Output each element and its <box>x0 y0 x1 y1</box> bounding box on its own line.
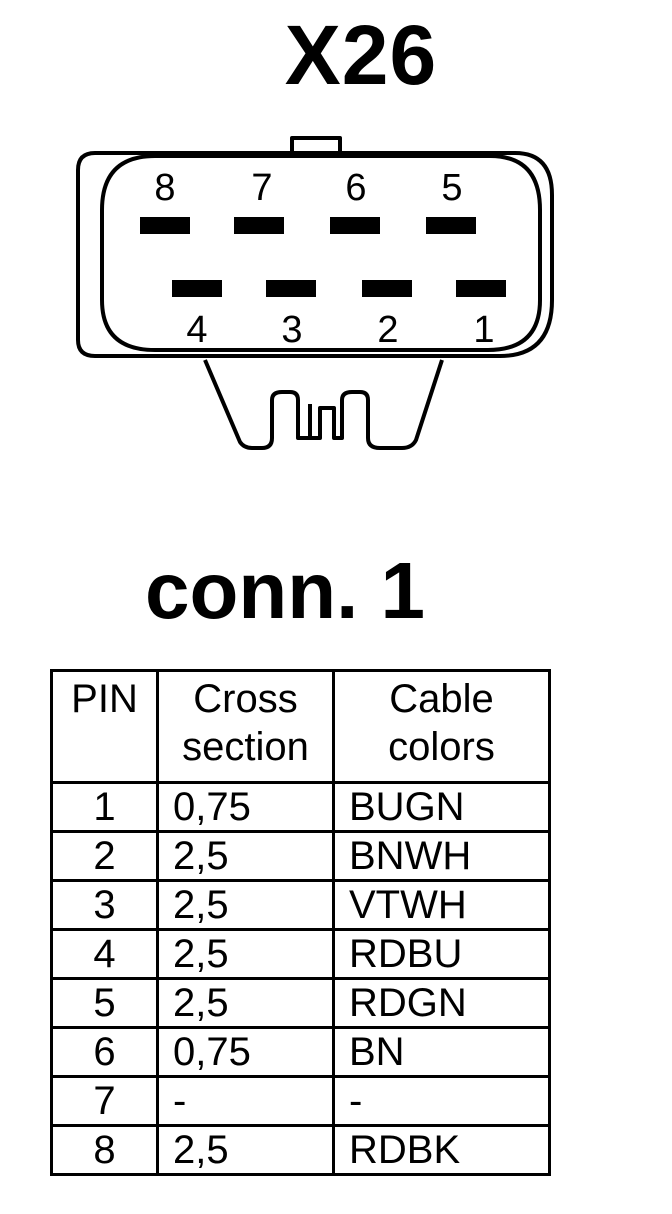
pin-label-6: 6 <box>345 167 366 209</box>
pin-label-3: 3 <box>281 309 302 351</box>
pin-number: 7 <box>50 1075 159 1127</box>
pin-label-5: 5 <box>441 167 462 209</box>
cable-color-value: RDBU <box>332 928 551 980</box>
table-row: 8 2,5 RDBK <box>50 1124 551 1176</box>
pin-7-contact <box>234 217 284 234</box>
table-row: 3 2,5 VTWH <box>50 879 551 931</box>
cable-color-value: BNWH <box>332 830 551 882</box>
connector-housing <box>76 136 554 450</box>
cross-section-value: 2,5 <box>156 1124 335 1176</box>
cross-section-value: 2,5 <box>156 879 335 931</box>
header-cross-line1: Cross <box>193 677 298 721</box>
pin-1-contact <box>456 280 506 297</box>
pin-labels: 8 7 6 5 4 3 2 1 <box>154 167 494 351</box>
pin-6-contact <box>330 217 380 234</box>
pin-4-contact <box>172 280 222 297</box>
table-row: 5 2,5 RDGN <box>50 977 551 1029</box>
header-colors-line2: colors <box>388 725 495 769</box>
table-row: 1 0,75 BUGN <box>50 781 551 833</box>
cross-section-value: 0,75 <box>156 781 335 833</box>
header-cable-colors: Cable colors <box>332 669 551 784</box>
cross-section-value: 0,75 <box>156 1026 335 1078</box>
connector-drawing: 8 7 6 5 4 3 2 1 <box>76 136 554 450</box>
pin-label-8: 8 <box>154 167 175 209</box>
table-row: 4 2,5 RDBU <box>50 928 551 980</box>
pin-assignment-table: PIN Cross section Cable colors 1 0,75 BU… <box>50 669 551 1176</box>
cable-color-value: BN <box>332 1026 551 1078</box>
pin-contacts <box>140 217 506 297</box>
cross-section-value: 2,5 <box>156 928 335 980</box>
cross-section-value: - <box>156 1075 335 1127</box>
connector-title: X26 <box>284 8 438 102</box>
pin-2-contact <box>362 280 412 297</box>
pin-number: 1 <box>50 781 159 833</box>
header-cross-line2: section <box>182 725 309 769</box>
pin-label-2: 2 <box>377 309 398 351</box>
table-row: 6 0,75 BN <box>50 1026 551 1078</box>
cable-color-value: - <box>332 1075 551 1127</box>
pin-8-contact <box>140 217 190 234</box>
cable-color-value: RDGN <box>332 977 551 1029</box>
table-header-row: PIN Cross section Cable colors <box>50 669 551 784</box>
pin-label-1: 1 <box>473 309 494 351</box>
header-colors-line1: Cable <box>389 677 494 721</box>
pin-5-contact <box>426 217 476 234</box>
table-row: 2 2,5 BNWH <box>50 830 551 882</box>
connection-title: conn. 1 <box>144 546 426 635</box>
pin-number: 3 <box>50 879 159 931</box>
cross-section-value: 2,5 <box>156 830 335 882</box>
header-pin-label: PIN <box>71 677 138 721</box>
cable-color-value: RDBK <box>332 1124 551 1176</box>
header-pin: PIN <box>50 669 159 784</box>
pin-number: 8 <box>50 1124 159 1176</box>
pin-number: 4 <box>50 928 159 980</box>
pin-label-7: 7 <box>251 167 272 209</box>
pin-3-contact <box>266 280 316 297</box>
cable-color-value: BUGN <box>332 781 551 833</box>
pin-label-4: 4 <box>186 309 207 351</box>
pin-number: 6 <box>50 1026 159 1078</box>
pin-number: 5 <box>50 977 159 1029</box>
header-cross-section: Cross section <box>156 669 335 784</box>
cable-color-value: VTWH <box>332 879 551 931</box>
cross-section-value: 2,5 <box>156 977 335 1029</box>
pin-number: 2 <box>50 830 159 882</box>
table-row: 7 - - <box>50 1075 551 1127</box>
